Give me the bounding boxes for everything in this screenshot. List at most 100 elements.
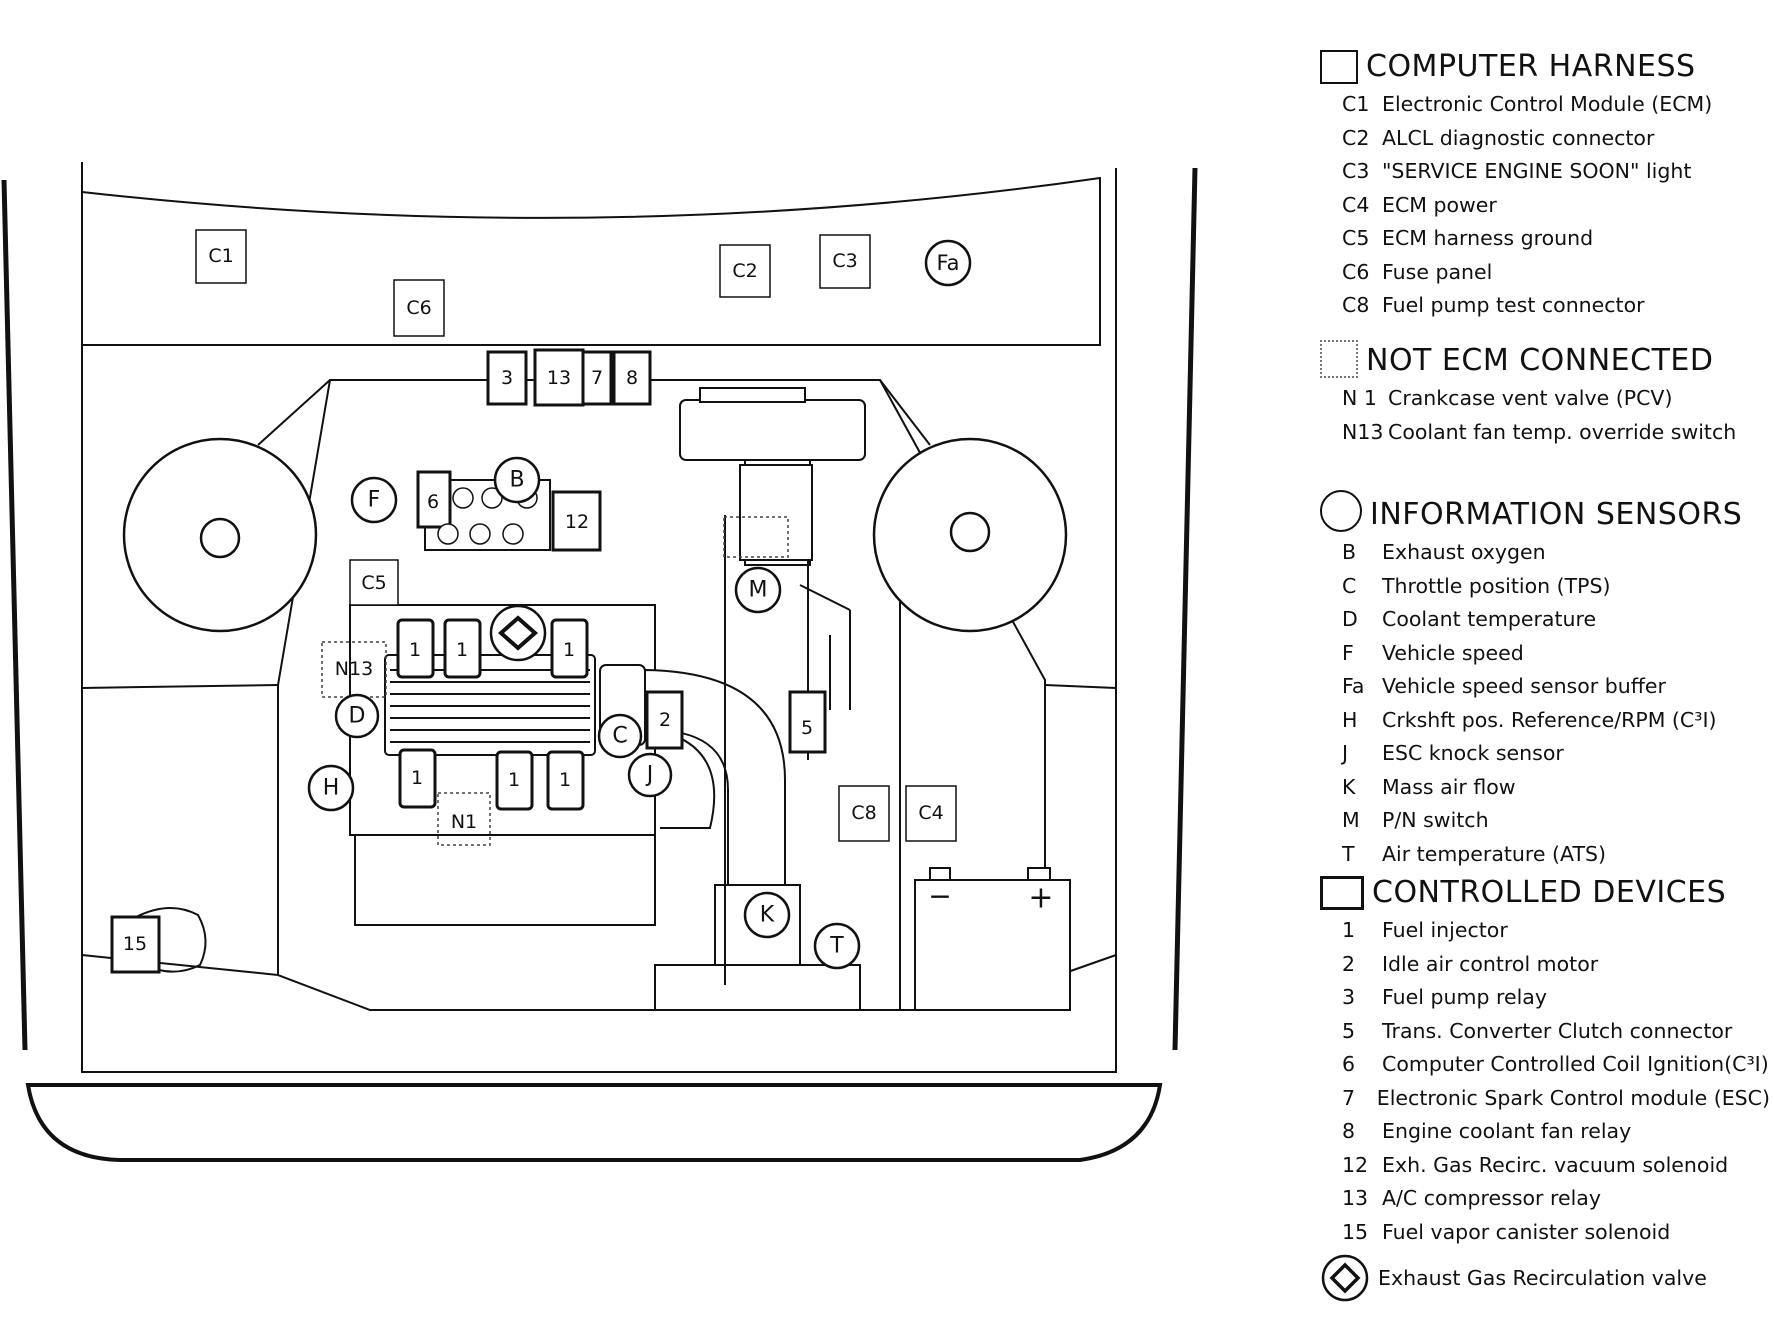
master-cylinder-cap xyxy=(699,387,806,403)
legend-egr-label: Exhaust Gas Recirculation valve xyxy=(1378,1266,1707,1290)
egr-valve xyxy=(489,604,547,662)
label-t: T xyxy=(829,934,844,959)
label-relay-13: 13 xyxy=(547,367,571,389)
sensor-d xyxy=(334,693,380,739)
label-relay-3: 3 xyxy=(501,367,513,389)
label-n13: N13 xyxy=(335,658,373,680)
hidden-area-outline xyxy=(723,516,789,558)
label-injector-1e: 1 xyxy=(508,769,520,791)
air-cleaner-base xyxy=(654,964,861,1011)
label-k: K xyxy=(760,903,775,928)
thick-square-symbol-icon xyxy=(1320,876,1364,910)
circle-symbol-icon xyxy=(1320,490,1362,532)
label-injector-1c: 1 xyxy=(563,639,575,661)
master-cylinder xyxy=(679,399,866,461)
label-c4: C4 xyxy=(918,802,943,824)
sensor-k xyxy=(743,891,791,939)
left-fender-line xyxy=(1,179,28,1051)
label-j: J xyxy=(645,763,654,788)
coil-6 xyxy=(416,470,452,529)
label-c3: C3 xyxy=(832,250,857,272)
label-coil-6: 6 xyxy=(427,491,439,513)
label-f: F xyxy=(368,488,381,513)
c2-box xyxy=(719,244,771,298)
label-m: M xyxy=(749,578,768,603)
label-c6: C6 xyxy=(406,297,431,319)
sensor-fa xyxy=(924,239,972,287)
front-bumper xyxy=(25,1083,1163,1162)
battery-neg-post xyxy=(929,867,951,881)
label-h: H xyxy=(323,776,340,801)
sensor-f xyxy=(350,476,398,524)
brake-booster xyxy=(739,464,813,561)
relay-7 xyxy=(581,350,613,406)
cowl-panel xyxy=(81,176,1101,346)
legend-title: COMPUTER HARNESS xyxy=(1366,49,1696,84)
label-injector-1b: 1 xyxy=(456,639,468,661)
iac-2 xyxy=(645,690,684,750)
sensor-m xyxy=(734,566,782,614)
label-injector-1a: 1 xyxy=(409,639,421,661)
c3-box xyxy=(819,234,871,289)
battery-minus-label: − xyxy=(928,880,951,913)
sensor-j xyxy=(627,752,673,798)
engine-compartment-diagram: C1 C3 C2 C6 C5 C8 C4 Fa N13 N1 3 13 7 8 … xyxy=(1,162,1198,1162)
sensor-t xyxy=(813,922,861,970)
label-c: C xyxy=(612,724,627,749)
label-d: D xyxy=(349,704,366,729)
label-c8: C8 xyxy=(851,802,876,824)
injector-1f xyxy=(546,750,585,811)
label-relay-7: 7 xyxy=(591,367,603,389)
left-strut-center xyxy=(199,517,241,559)
label-c2: C2 xyxy=(732,260,757,282)
left-strut-brace-lower xyxy=(81,684,279,689)
label-injector-1d: 1 xyxy=(411,767,423,789)
square-symbol-icon xyxy=(1320,50,1358,84)
label-c5: C5 xyxy=(361,572,386,594)
right-strut-brace-lower xyxy=(1044,684,1117,689)
oil-pan xyxy=(354,834,656,926)
legend-egr-row: Exhaust Gas Recirculation valve xyxy=(1320,1253,1770,1303)
tcc-5 xyxy=(788,690,827,754)
c8-box xyxy=(838,785,890,842)
sensor-c xyxy=(597,713,643,759)
egr-valve-icon xyxy=(1321,1254,1369,1302)
n1-outline xyxy=(437,792,491,846)
battery-plus-label: + xyxy=(1028,881,1053,916)
label-fa: Fa xyxy=(936,251,959,275)
label-b: B xyxy=(509,468,524,493)
legend-title: NOT ECM CONNECTED xyxy=(1366,343,1714,378)
label-solenoid-12: 12 xyxy=(565,511,589,533)
battery xyxy=(914,879,1071,1011)
right-fender-line xyxy=(1172,167,1198,1051)
injector-1c xyxy=(550,618,589,679)
